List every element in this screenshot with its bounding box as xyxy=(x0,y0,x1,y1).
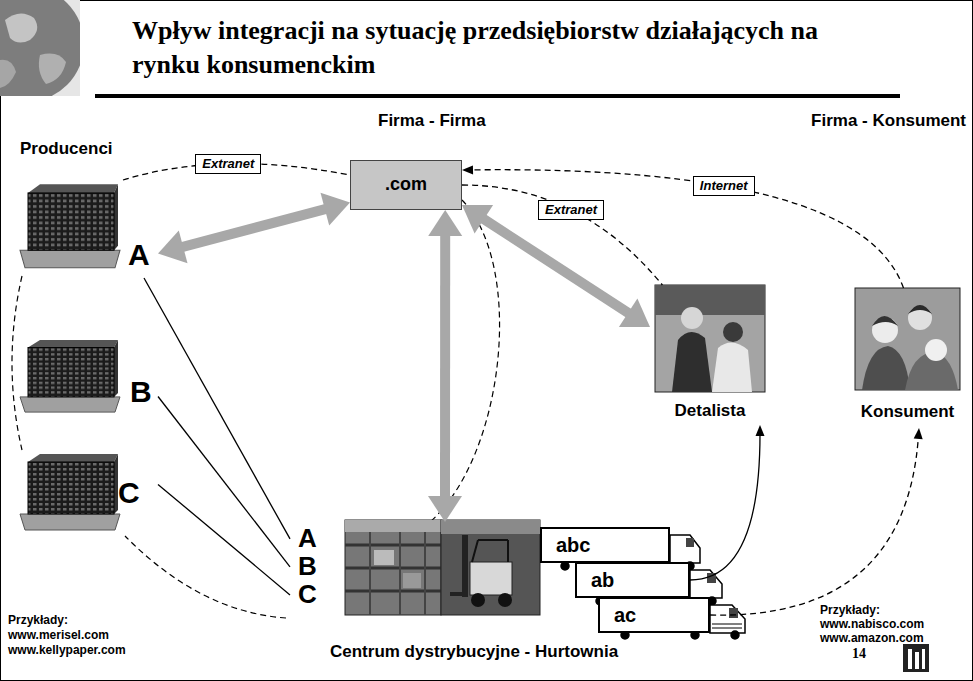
column-heading: Firma - Konsument xyxy=(811,111,966,131)
example-url: www.kellypaper.com xyxy=(8,643,126,657)
double-arrow xyxy=(158,193,350,264)
producer-factory: A xyxy=(18,180,158,278)
connector xyxy=(462,165,904,288)
producer-letter: C xyxy=(118,476,140,511)
arrowhead xyxy=(462,205,493,234)
consumer: Konsument xyxy=(850,288,969,428)
connector xyxy=(690,425,765,580)
example-heading: Przykłady: xyxy=(820,603,880,617)
connector-line xyxy=(710,437,918,615)
publisher-logo xyxy=(903,644,929,672)
producer-letter: B xyxy=(130,375,152,410)
slide-title: Wpływ integracji na sytuację przedsiębio… xyxy=(132,14,884,82)
arrowhead xyxy=(462,165,473,174)
arrowhead xyxy=(428,210,462,236)
arrowhead xyxy=(321,193,351,226)
double-arrow-shaft xyxy=(178,208,330,248)
page-number: 14 xyxy=(852,645,866,662)
connector xyxy=(710,428,923,615)
retailer-caption: Detalista xyxy=(650,401,770,421)
producer-factory: C xyxy=(18,450,158,536)
double-arrow-shaft xyxy=(479,216,632,315)
portal-name: .com xyxy=(385,175,427,195)
example-url: www.nabisco.com xyxy=(820,617,924,631)
product-letter: C xyxy=(298,580,317,610)
truck-cargo: ab xyxy=(575,562,690,598)
warehouse-caption: Centrum dystrybucyjne - Hurtownia xyxy=(330,642,618,662)
warehouse-photo xyxy=(345,520,540,615)
cargo-mix: ab xyxy=(591,569,614,591)
connector-line xyxy=(462,185,662,285)
retailer-photo xyxy=(655,285,765,392)
connector xyxy=(158,397,290,567)
connector-line xyxy=(690,434,760,580)
truck-cargo: abc xyxy=(540,527,670,563)
title-rule xyxy=(95,94,900,98)
factory-picture xyxy=(20,454,120,530)
arrowhead xyxy=(756,425,765,436)
truck-cargo: ac xyxy=(598,597,710,633)
portal-box: .com xyxy=(350,160,462,210)
factory-picture xyxy=(20,184,120,268)
arrowhead xyxy=(428,496,462,522)
arrowhead xyxy=(158,230,188,263)
cargo-mix: ac xyxy=(614,604,636,626)
double-arrow xyxy=(462,205,650,327)
connection-label: Extranet xyxy=(195,154,261,174)
cargo-mix: abc xyxy=(556,534,590,556)
extranet-ring xyxy=(12,200,500,618)
retailer: Detalista xyxy=(650,285,774,425)
connector-line xyxy=(471,170,904,288)
connector xyxy=(144,278,290,539)
factory-picture xyxy=(20,340,120,412)
connector xyxy=(462,185,662,285)
producer-factory: B xyxy=(18,335,158,417)
product-letter: A xyxy=(298,524,317,554)
connector-line xyxy=(158,397,290,567)
arrowhead xyxy=(914,428,923,439)
globe-icon xyxy=(0,0,80,96)
consumer-caption: Konsument xyxy=(850,402,965,422)
example-url: www.merisel.com xyxy=(8,628,109,642)
connector-line xyxy=(158,484,290,595)
column-heading: Firma - Firma xyxy=(378,111,486,131)
group-heading: Producenci xyxy=(20,139,113,159)
example-heading: Przykłady: xyxy=(8,613,68,627)
consumer-photo xyxy=(855,288,960,390)
double-arrow xyxy=(428,210,462,522)
double-arrow-shaft xyxy=(440,231,450,501)
connector-line xyxy=(144,278,290,539)
example-url: www.amazon.com xyxy=(820,631,924,645)
product-letter: B xyxy=(298,552,317,582)
producer-letter: A xyxy=(128,238,150,273)
connection-label: Internet xyxy=(693,176,755,196)
connection-label: Extranet xyxy=(538,200,604,220)
arrowhead xyxy=(619,299,650,328)
connector xyxy=(158,484,290,595)
